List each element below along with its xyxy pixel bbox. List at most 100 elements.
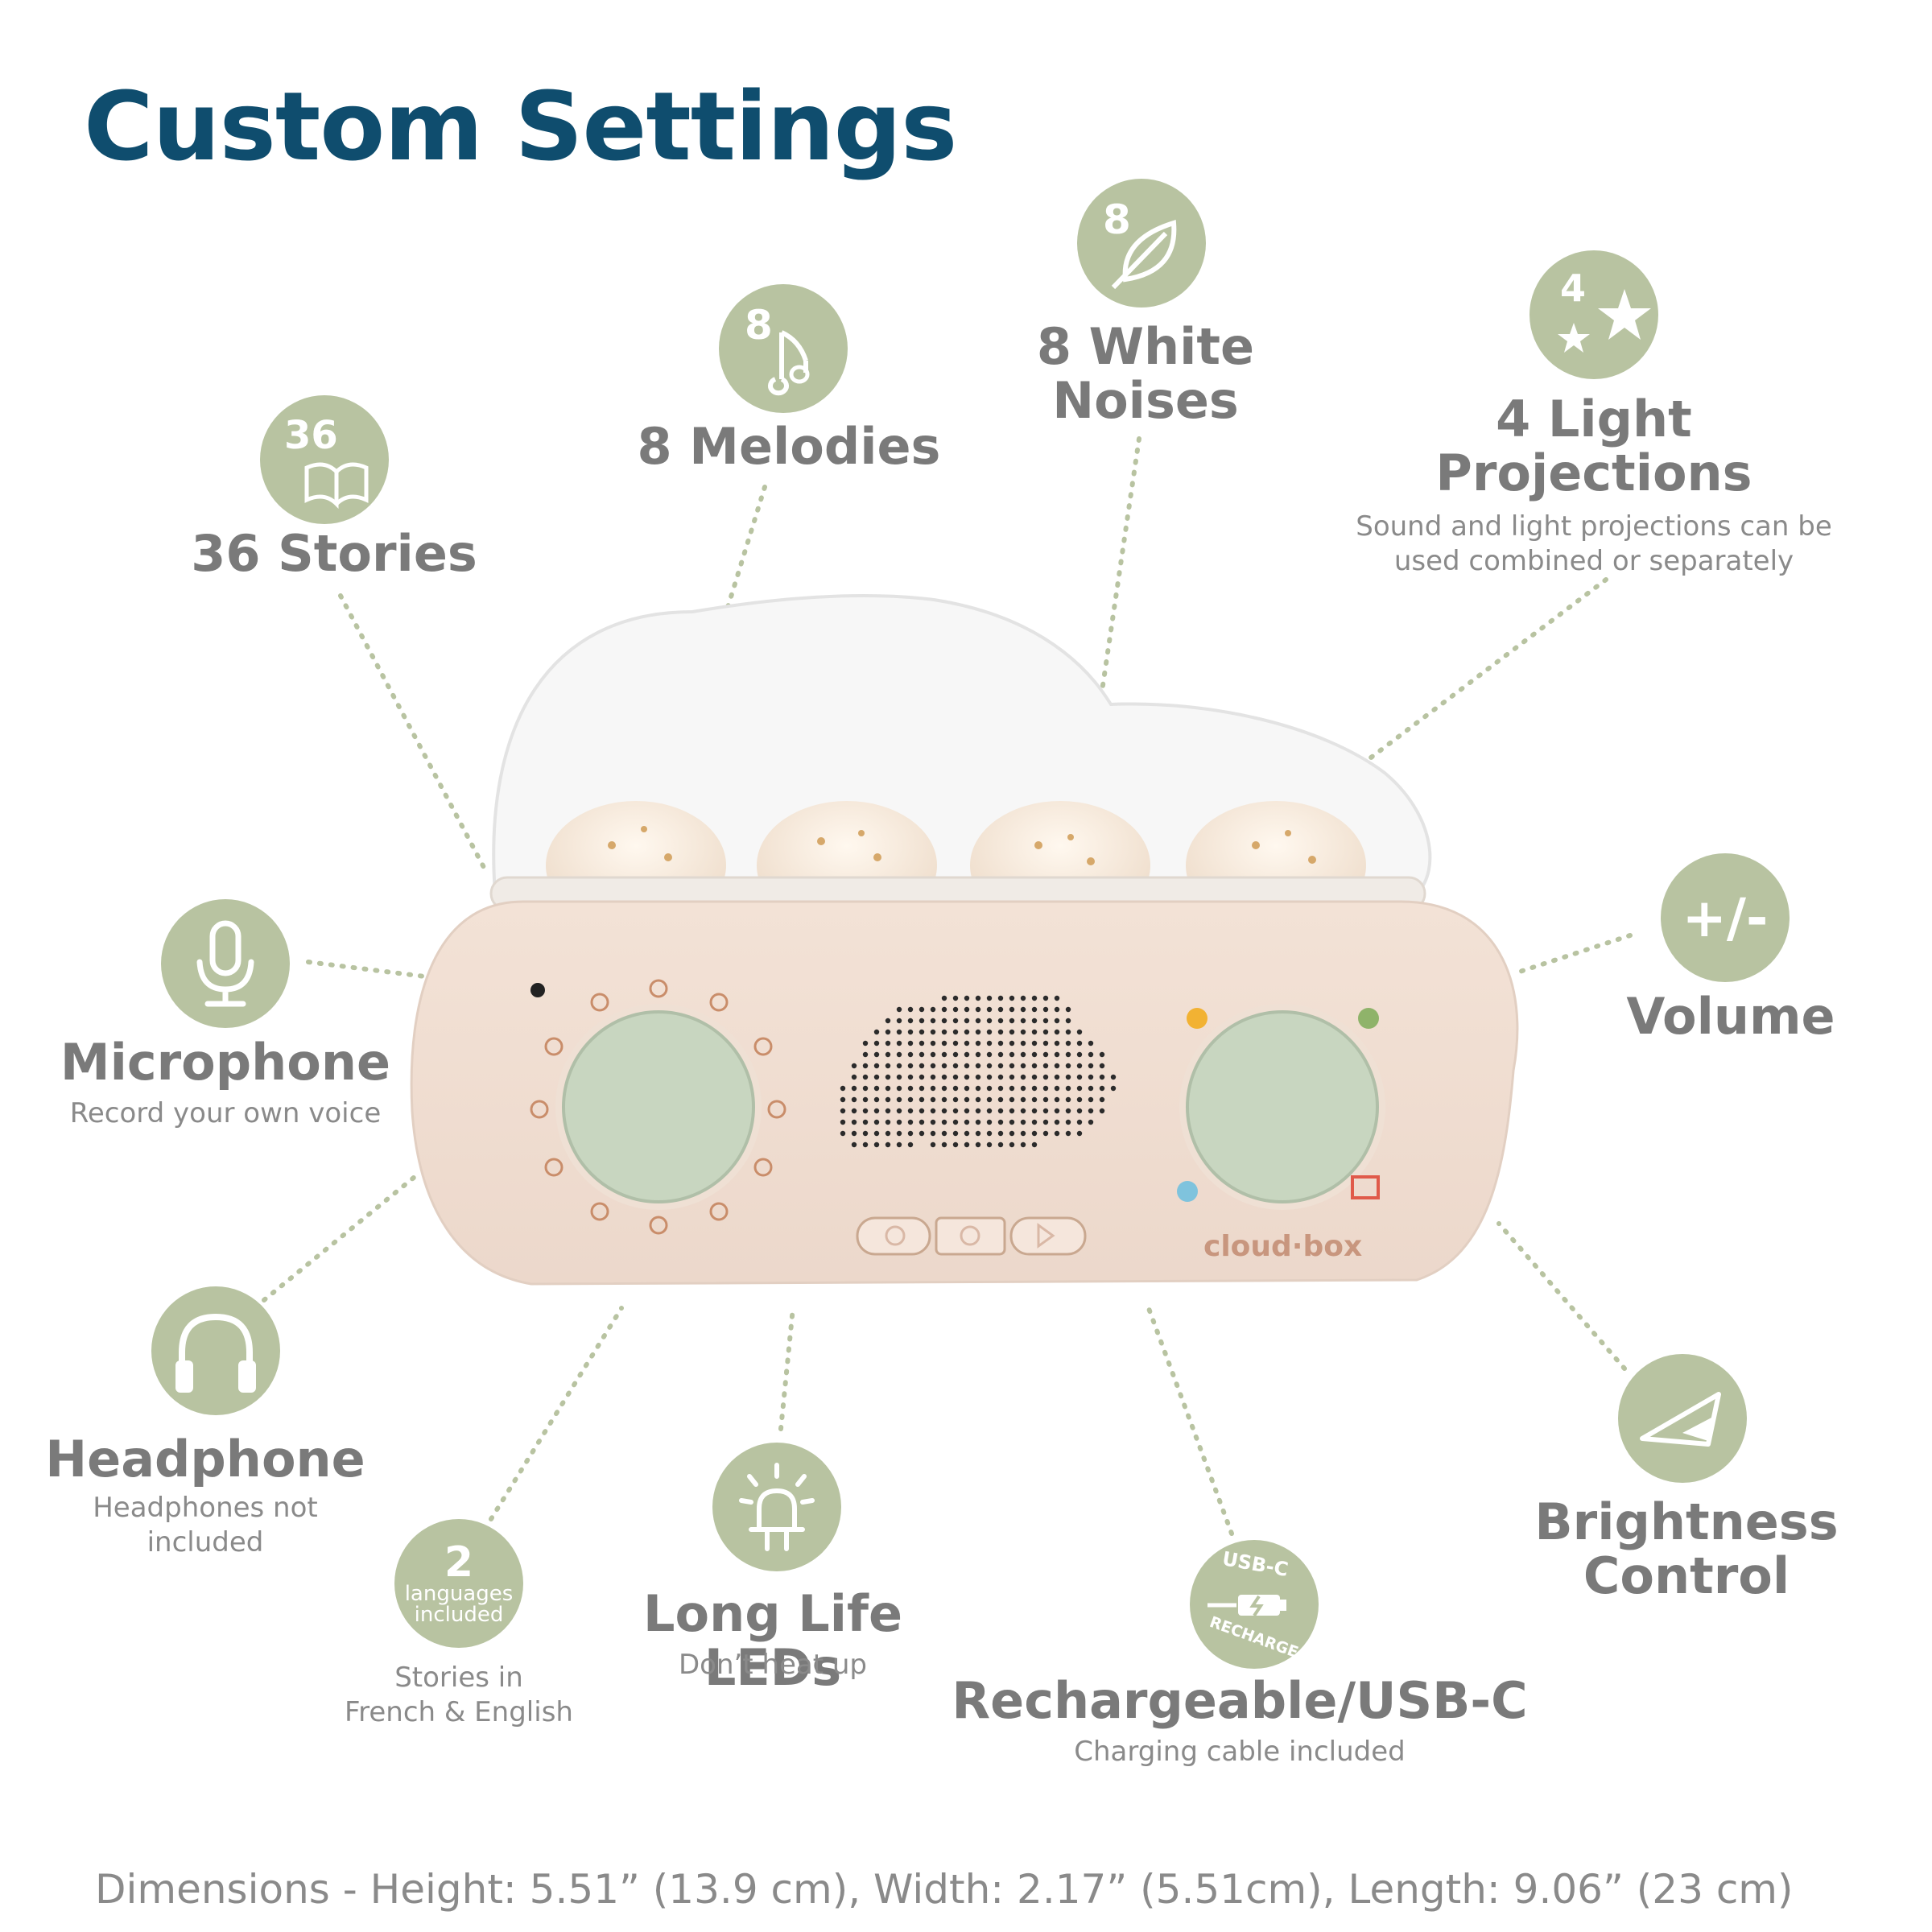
grille-dot — [1042, 1108, 1049, 1114]
grille-dot — [919, 1051, 925, 1058]
grille-dot — [986, 1119, 993, 1125]
grille-dot — [1065, 1119, 1071, 1125]
grille-dot — [930, 1108, 936, 1114]
grille-dot — [941, 1040, 947, 1046]
stories-label: 36 Stories — [191, 524, 477, 583]
grille-dot — [1009, 1108, 1015, 1114]
grille-dot — [851, 1141, 857, 1148]
grille-dot — [873, 1141, 880, 1148]
grille-dot — [941, 1096, 947, 1103]
grille-dot — [1088, 1096, 1094, 1103]
grille-dot — [986, 1108, 993, 1114]
grille-dot — [964, 1130, 970, 1137]
grille-dot — [1031, 1085, 1038, 1092]
grille-dot — [840, 1108, 846, 1114]
grille-dot — [851, 1063, 857, 1069]
grille-dot — [851, 1130, 857, 1137]
grille-dot — [1031, 1051, 1038, 1058]
grille-dot — [896, 1006, 902, 1013]
grille-dot — [1009, 1119, 1015, 1125]
grille-dot — [1042, 1085, 1049, 1092]
grille-dot — [975, 1130, 981, 1137]
grille-dot — [1110, 1085, 1117, 1092]
stories-badge-number: 36 — [284, 413, 338, 458]
grille-dot — [873, 1119, 880, 1125]
grille-dot — [1031, 1108, 1038, 1114]
grille-dot — [851, 1074, 857, 1080]
grille-dot — [964, 1029, 970, 1035]
grille-dot — [1020, 1018, 1026, 1024]
volume-badge: +/- — [1661, 853, 1790, 982]
grille-dot — [975, 995, 981, 1001]
grille-dot — [952, 1040, 959, 1046]
leds-label: Long Life LEDs — [643, 1584, 902, 1697]
grille-dot — [930, 1074, 936, 1080]
grille-dot — [896, 1063, 902, 1069]
grille-dot — [1042, 1018, 1049, 1024]
grille-dot — [941, 1085, 947, 1092]
grille-dot — [986, 1130, 993, 1137]
light-projections-label: 4 Light Projections — [1401, 392, 1787, 501]
light-projections-badge: 4 — [1530, 250, 1658, 379]
grille-dot — [1031, 1141, 1038, 1148]
grille-dot — [885, 1119, 891, 1125]
grille-dot — [930, 1085, 936, 1092]
usb-label: Rechargeable/USB-C — [952, 1671, 1528, 1730]
grille-dot — [1020, 1029, 1026, 1035]
grille-dot — [1020, 1108, 1026, 1114]
grille-dot — [986, 1074, 993, 1080]
grille-dot — [986, 1029, 993, 1035]
grille-dot — [1099, 1096, 1105, 1103]
grille-dot — [1099, 1085, 1105, 1092]
grille-dot — [986, 1085, 993, 1092]
grille-dot — [885, 1074, 891, 1080]
light-projections-sub-line2: used combined or separately — [1393, 544, 1794, 577]
grille-dot — [997, 995, 1004, 1001]
grille-dot — [1054, 995, 1060, 1001]
grille-dot — [964, 1141, 970, 1148]
grille-dot — [1065, 1130, 1071, 1137]
brightness-label: Brightness Control — [1530, 1492, 1843, 1604]
grille-dot — [964, 995, 970, 1001]
brightness-connector — [1496, 1221, 1627, 1371]
grille-dot — [1088, 1119, 1094, 1125]
white-noises-label-line2: Noises — [1052, 370, 1239, 430]
grille-dot — [975, 1029, 981, 1035]
white-noises-connector — [1099, 436, 1141, 699]
languages-badge: 2 languages included — [394, 1519, 523, 1648]
grille-dot — [952, 1006, 959, 1013]
grille-dot — [862, 1096, 869, 1103]
grille-dot — [964, 1006, 970, 1013]
grille-dot — [964, 1108, 970, 1114]
grille-dot — [1031, 1029, 1038, 1035]
grille-dot — [986, 1096, 993, 1103]
grille-dot — [1076, 1051, 1083, 1058]
grille-dot — [952, 1141, 959, 1148]
grille-dot — [952, 1074, 959, 1080]
grille-dot — [1054, 1074, 1060, 1080]
grille-dot — [919, 1074, 925, 1080]
grille-dot — [851, 1119, 857, 1125]
grille-dot — [941, 1074, 947, 1080]
light-projections-sub: Sound and light projections can be used … — [1352, 510, 1835, 578]
light-projections-badge-number: 4 — [1560, 266, 1587, 310]
grille-dot — [896, 1051, 902, 1058]
left-knob — [562, 1010, 755, 1203]
grille-dot — [1020, 1119, 1026, 1125]
light-projections-sub-line1: Sound and light projections can be — [1356, 510, 1832, 543]
languages-badge-number: 2 — [444, 1538, 474, 1587]
grille-dot — [1031, 1018, 1038, 1024]
leds-sub: Don’t heat up — [678, 1649, 868, 1681]
grille-dot — [964, 1119, 970, 1125]
grille-dot — [986, 1051, 993, 1058]
melodies-badge-number: 8 — [745, 302, 773, 349]
grille-dot — [986, 1006, 993, 1013]
grille-dot — [1009, 1141, 1015, 1148]
repeat-button — [935, 1216, 1006, 1256]
grille-dot — [930, 1040, 936, 1046]
grille-dot — [941, 1029, 947, 1035]
grille-dot — [1054, 1085, 1060, 1092]
brightness-label-line1: Brightness — [1534, 1492, 1839, 1551]
grille-dot — [997, 1040, 1004, 1046]
grille-dot — [1076, 1063, 1083, 1069]
